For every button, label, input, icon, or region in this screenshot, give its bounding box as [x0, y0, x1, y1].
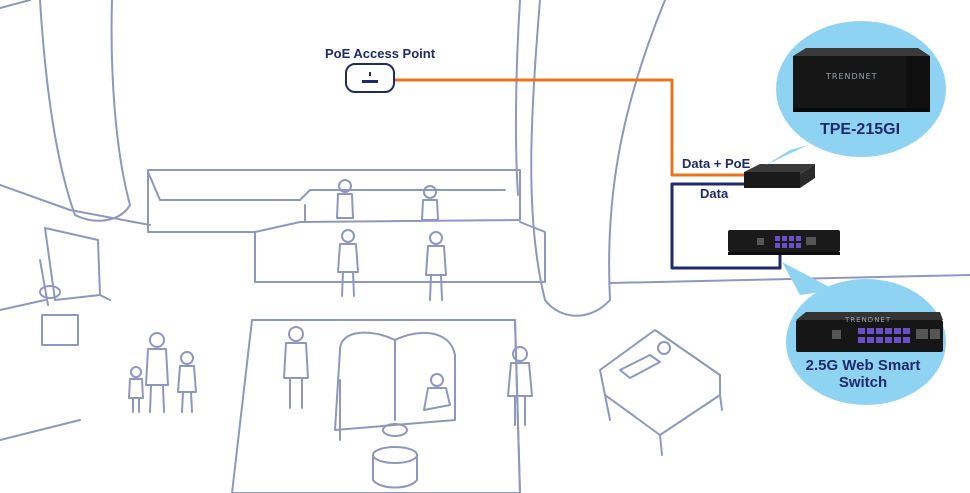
switch-name-line1: 2.5G Web Smart: [805, 357, 921, 374]
cables: [394, 78, 782, 270]
switch-brand-mark: TRENDNET: [845, 316, 892, 324]
switch-callout: [782, 262, 946, 405]
data-poe-label: Data + PoE: [682, 156, 751, 171]
data-cable: [670, 182, 782, 270]
switch-name-line2: Switch: [838, 374, 888, 391]
people-figures: [128, 179, 671, 426]
injector-model-label: TPE-215GI: [819, 121, 901, 138]
switch-name-label: 2.5G Web Smart Switch: [788, 357, 938, 391]
switch-device: [728, 230, 840, 255]
access-point-icon: [345, 63, 395, 93]
access-point-label: PoE Access Point: [325, 46, 436, 61]
poe-cable: [394, 78, 748, 177]
injector-brand-mark: TRENDNET: [826, 72, 878, 81]
injector-image: [793, 48, 930, 112]
switch-image: [796, 312, 943, 352]
injector-device: [744, 164, 815, 188]
injector-callout: [766, 21, 946, 165]
data-label: Data: [700, 186, 729, 201]
